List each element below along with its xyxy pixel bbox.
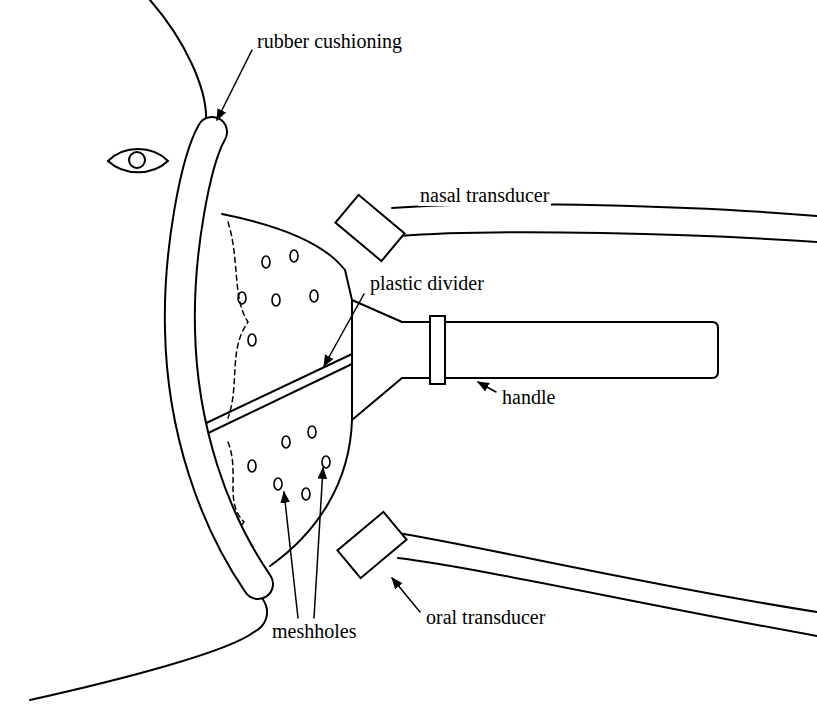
leader-line: [392, 578, 420, 612]
mesh-hole: [272, 294, 280, 306]
plastic-divider: [200, 354, 352, 436]
chin-outline: [30, 598, 267, 700]
mesh-hole: [308, 426, 316, 438]
nasal-transducer: [335, 195, 404, 261]
mesh-hole: [248, 460, 256, 472]
oral-transducer: [337, 512, 406, 578]
leader-line: [314, 468, 323, 618]
mesh-hole: [282, 436, 290, 448]
part-label: meshholes: [270, 620, 358, 642]
eye-iris: [129, 152, 145, 168]
mesh-hole: [248, 334, 256, 346]
leader-line: [284, 492, 298, 618]
mesh-hole: [262, 256, 270, 268]
part-label: oral transducer: [424, 606, 547, 628]
part-label: nasal transducer: [418, 184, 551, 206]
eye-outline: [108, 149, 168, 172]
mesh-hole: [310, 290, 318, 302]
handle-neck: [352, 300, 402, 420]
mesh-hole: [290, 250, 298, 262]
part-label: handle: [500, 386, 557, 408]
oral-cable: [392, 532, 817, 636]
mesh-hole: [238, 292, 246, 304]
handle: [402, 322, 718, 378]
mesh-hole: [274, 478, 282, 490]
part-label: plastic divider: [368, 272, 486, 294]
nasal-cable: [392, 204, 817, 242]
mesh-hole: [302, 488, 310, 500]
part-label: rubber cushioning: [255, 30, 404, 52]
leader-line: [217, 50, 252, 120]
rubber-cushioning: [180, 132, 258, 584]
forehead-outline: [150, 0, 206, 122]
handle-band: [430, 316, 445, 384]
rubber-cushioning-core: [180, 132, 258, 584]
leader-line: [478, 382, 496, 392]
leader-line: [324, 294, 364, 366]
mesh-hole: [322, 456, 330, 468]
